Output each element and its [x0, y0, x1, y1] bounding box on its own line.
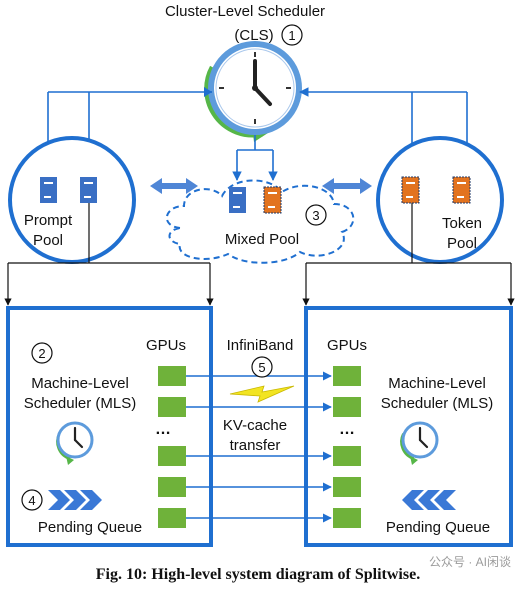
left-gpus-label: GPUs	[146, 337, 186, 354]
cls-abbr: (CLS)	[234, 27, 273, 44]
token-server-icon-1	[401, 176, 420, 204]
left-gpu-stack	[158, 366, 186, 528]
token-pool-label-2: Pool	[447, 235, 477, 252]
step-5-number: 5	[258, 360, 265, 375]
right-mls-clock-icon	[400, 421, 439, 465]
step-3-number: 3	[312, 208, 319, 223]
prompt-pool-label-1: Prompt	[24, 212, 73, 229]
cls-clock-icon	[204, 41, 302, 142]
step-2-number: 2	[38, 346, 45, 361]
step-1-circle	[281, 24, 303, 46]
right-queue-label: Pending Queue	[386, 519, 490, 536]
left-mls-clock-icon	[56, 421, 94, 465]
left-mls-label-1: Machine-Level	[31, 375, 129, 392]
right-gpu-2	[333, 397, 361, 417]
token-server-icon-2	[452, 176, 471, 204]
cls-title: Cluster-Level Scheduler	[165, 3, 325, 20]
left-queue-label: Pending Queue	[38, 519, 142, 536]
right-gpu-ellipsis: …	[339, 421, 355, 438]
prompt-server-icon-2	[80, 177, 97, 203]
kv-cache-label-1: KV-cache	[223, 417, 287, 434]
step-5-circle	[251, 356, 273, 378]
prompt-pool-label-2: Pool	[33, 232, 63, 249]
left-gpu-4	[158, 477, 186, 497]
left-gpu-2	[158, 397, 186, 417]
right-gpu-4	[333, 477, 361, 497]
left-mls-label-2: Scheduler (MLS)	[24, 395, 137, 412]
mixed-pool-label: Mixed Pool	[225, 231, 299, 248]
mixed-server-icon-blue	[229, 187, 246, 213]
right-gpu-stack	[333, 366, 361, 528]
step-2-circle	[31, 342, 53, 364]
lightning-bolt-icon	[229, 385, 295, 403]
right-machine-box	[304, 306, 513, 547]
figure-caption: Fig. 10: High-level system diagram of Sp…	[96, 566, 420, 583]
right-gpu-1	[333, 366, 361, 386]
mixed-server-icon-orange	[263, 186, 282, 214]
pool-to-machine-links	[4, 203, 515, 306]
right-gpu-3	[333, 446, 361, 466]
right-queue-chevrons-icon	[402, 490, 456, 510]
left-machine-box	[6, 306, 213, 547]
prompt-pool-circle	[8, 136, 136, 264]
token-pool-label-1: Token	[442, 215, 482, 232]
left-gpu-ellipsis: …	[155, 421, 171, 438]
cls-links	[43, 87, 472, 181]
right-mls-label-2: Scheduler (MLS)	[381, 395, 494, 412]
right-gpus-label: GPUs	[327, 337, 367, 354]
left-gpu-3	[158, 446, 186, 466]
token-pool-circle	[376, 136, 504, 264]
prompt-mixed-double-arrow	[150, 178, 198, 194]
infiniband-label: InfiniBand	[227, 337, 294, 354]
mixed-token-double-arrow	[322, 178, 372, 194]
step-4-number: 4	[28, 493, 35, 508]
prompt-server-icon-1	[40, 177, 57, 203]
cls-left-arrowhead	[204, 87, 212, 97]
left-gpu-5	[158, 508, 186, 528]
step-1-number: 1	[288, 28, 295, 43]
watermark-text: 公众号 · AI闲谈	[429, 555, 511, 569]
left-queue-chevrons-icon	[48, 490, 102, 510]
left-gpu-1	[158, 366, 186, 386]
step-3-circle	[305, 204, 327, 226]
right-mls-label-1: Machine-Level	[388, 375, 486, 392]
step-4-circle	[21, 489, 43, 511]
mixed-pool-cloud	[166, 179, 355, 264]
kv-cache-label-2: transfer	[230, 437, 281, 454]
right-gpu-5	[333, 508, 361, 528]
